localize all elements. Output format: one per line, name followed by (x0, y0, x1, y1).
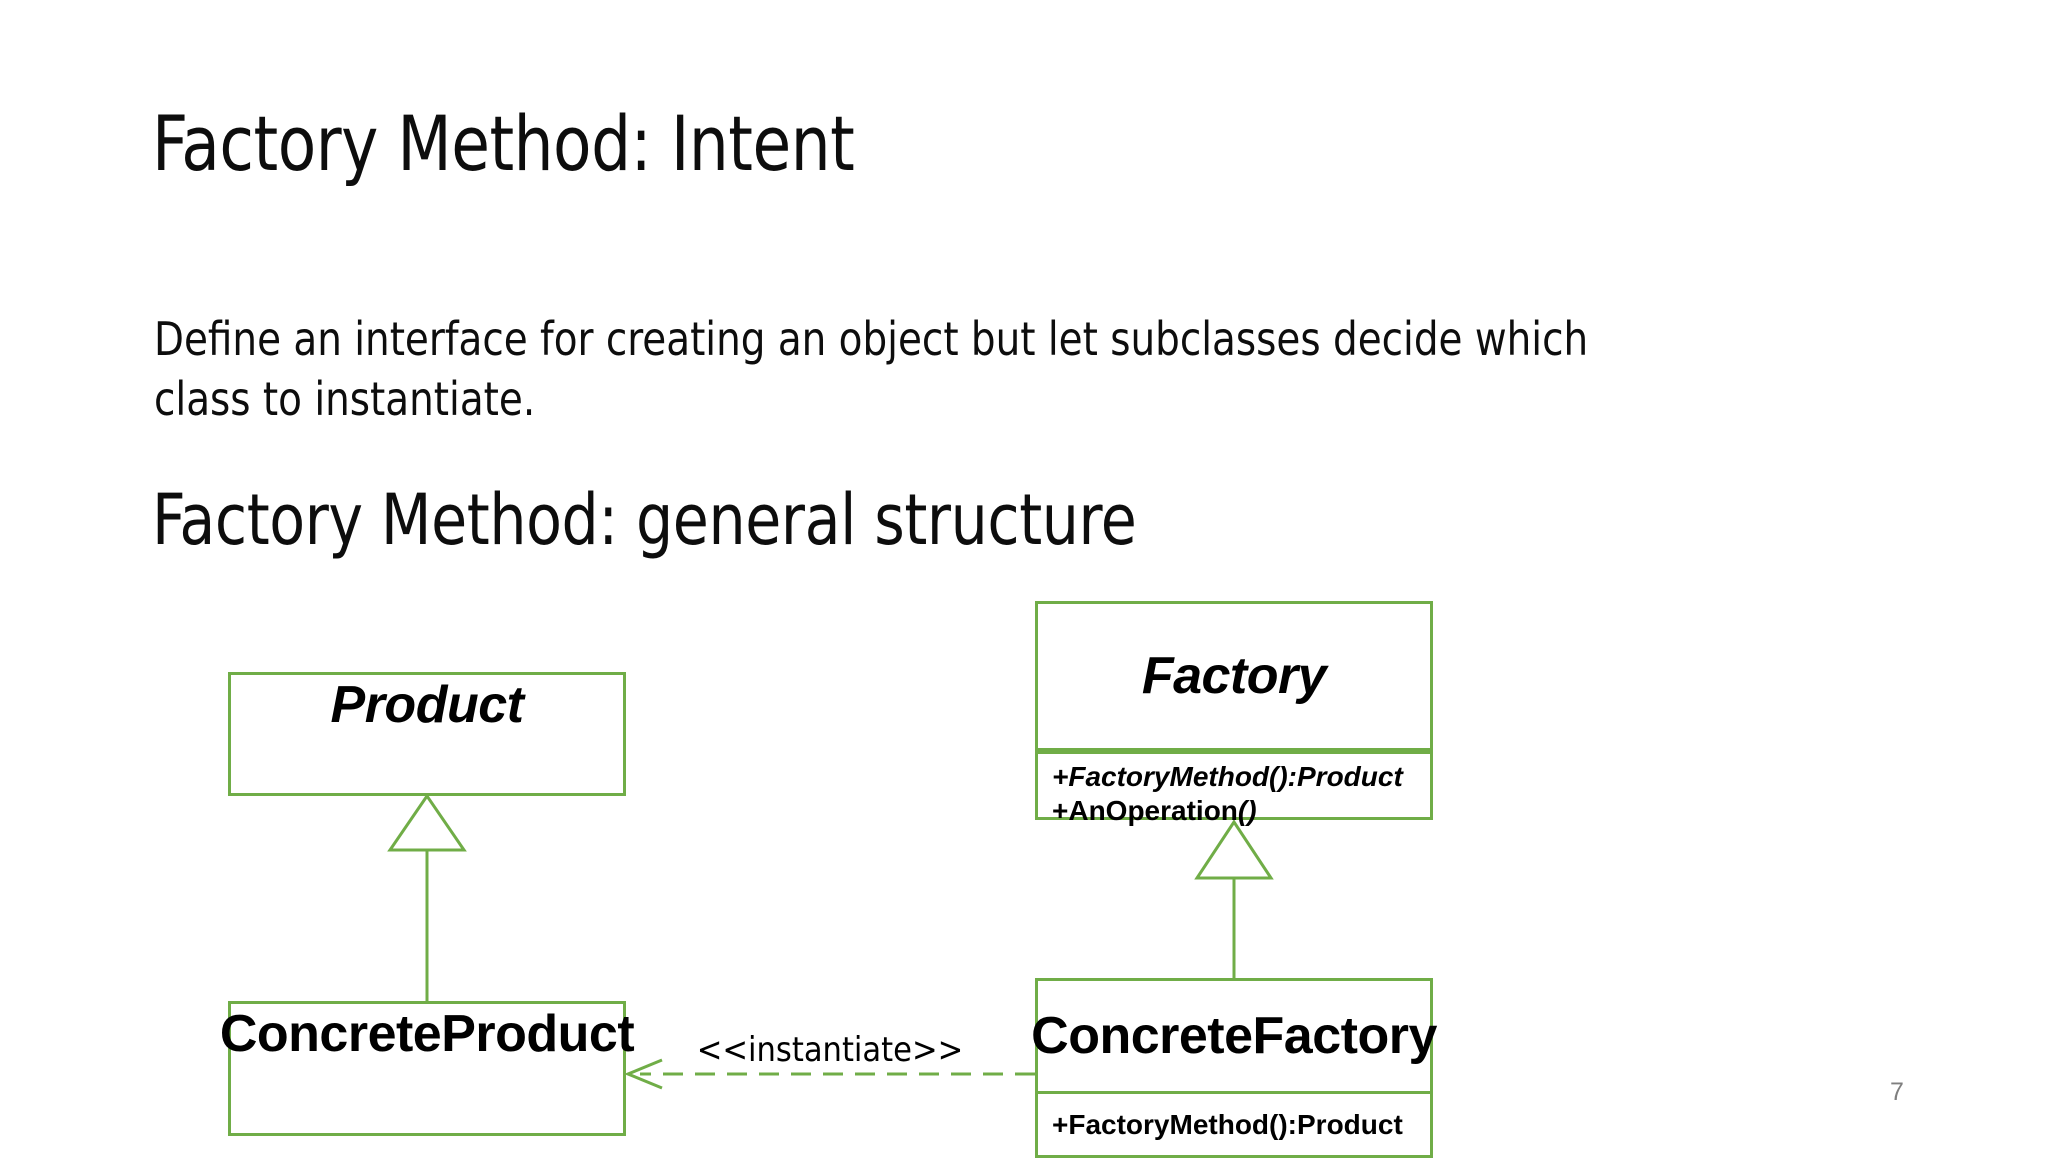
uml-class-concreteproduct[interactable]: ConcreteProduct (219, 1001, 635, 1136)
page-number: 7 (1890, 1078, 1904, 1106)
uml-class-name-product: Product (330, 676, 524, 734)
uml-class-name-concreteproduct: ConcreteProduct (219, 1005, 635, 1063)
uml-operation-concrete-factorymethod: +FactoryMethod():Product (1052, 1108, 1403, 1140)
intent-body-text: Define an interface for creating an obje… (154, 312, 1589, 426)
page-title: Factory Method: Intent (152, 99, 855, 188)
generalization-concretefactory-to-factory (1194, 819, 1274, 978)
uml-operation-anoperation: +AnOperation() (1052, 794, 1257, 828)
uml-class-name-concretefactory: ConcreteFactory (1031, 1007, 1437, 1065)
generalization-concreteproduct-to-product (387, 793, 467, 1001)
instantiate-label: <<instantiate>> (696, 1030, 964, 1070)
uml-attributes-factory (1038, 748, 1430, 751)
uml-operation-anoperation-parens: () (1237, 794, 1257, 826)
uml-class-product[interactable]: Product (228, 672, 626, 796)
uml-class-factory[interactable]: Factory +FactoryMethod():Product +AnOper… (1035, 601, 1433, 826)
section-title: Factory Method: general structure (152, 479, 1137, 561)
uml-operation-anoperation-name: +AnOperation (1052, 794, 1238, 826)
uml-class-concretefactory[interactable]: ConcreteFactory +FactoryMethod():Product (1031, 978, 1437, 1158)
uml-class-name-factory: Factory (1141, 647, 1327, 705)
uml-operations-concretefactory: +FactoryMethod():Product (1038, 1091, 1430, 1155)
uml-operation-factorymethod: +FactoryMethod():Product (1052, 761, 1403, 792)
uml-operations-factory: +FactoryMethod():Product +AnOperation() (1038, 751, 1430, 833)
